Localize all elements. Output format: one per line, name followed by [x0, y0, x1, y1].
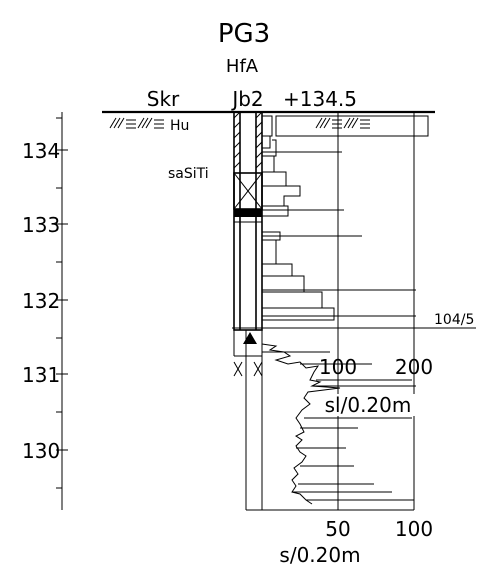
sl-profile-spikes	[262, 351, 416, 501]
topsoil-hatch-right	[315, 117, 370, 129]
depth-tick-label: 134	[22, 139, 60, 163]
depth-tick-label: 132	[22, 289, 60, 313]
marker-label: 104/5	[434, 312, 474, 328]
depth-axis-ticks	[56, 117, 68, 489]
sl-label-background	[318, 394, 422, 416]
topsoil-label: Hu	[170, 118, 189, 134]
sl-tick-label: 100	[319, 355, 357, 379]
sl-axis-label: sl/0.20m	[325, 393, 412, 417]
topsoil-hatch-left	[109, 117, 164, 129]
penetration-step-profile	[262, 115, 335, 321]
cross-marks	[233, 361, 263, 377]
sl-tick-label: 200	[395, 355, 433, 379]
log-subtitle: HfA	[226, 56, 259, 77]
depth-tick-label: 133	[22, 213, 60, 237]
s-tick-label: 100	[395, 517, 433, 541]
depth-tick-label: 131	[22, 363, 60, 387]
s-tick-label: 50	[325, 517, 350, 541]
column-jb-label: Jb2	[230, 87, 263, 111]
log-title: PG3	[218, 19, 270, 49]
column-skr-label: Skr	[147, 87, 180, 111]
sl-profile-curve	[261, 343, 341, 505]
elevation-label: +134.5	[283, 87, 357, 111]
s-axis-label: s/0.20m	[279, 543, 360, 567]
groundwater-triangle-icon	[243, 332, 257, 344]
borehole-column	[233, 111, 263, 331]
upper-bar-1	[275, 115, 429, 137]
soil-type-label: saSiTi	[168, 166, 209, 182]
depth-tick-label: 130	[22, 439, 60, 463]
